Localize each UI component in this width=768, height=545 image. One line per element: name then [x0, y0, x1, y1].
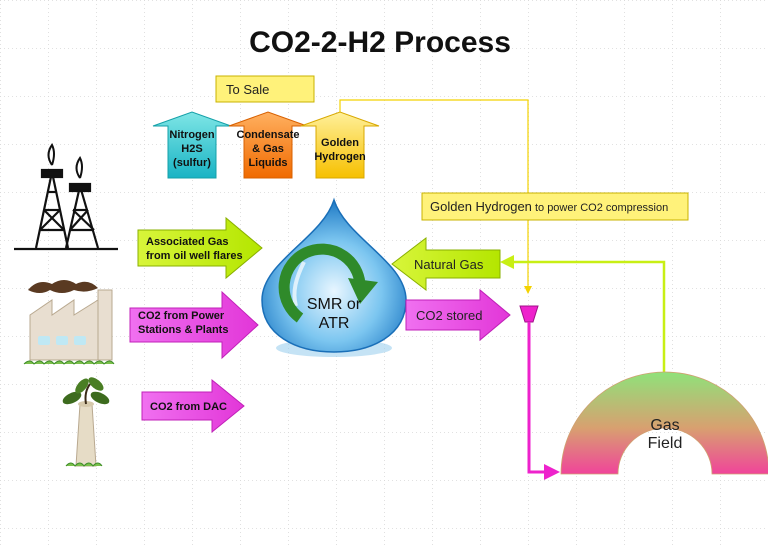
natural-gas-return-arrowhead	[500, 255, 514, 269]
input-arrow-label-0-line-0: Associated Gas	[146, 236, 229, 248]
to-sale-label: To Sale	[226, 82, 269, 97]
factory-icon	[23, 280, 115, 365]
golden-banner-main: Golden Hydrogen	[430, 199, 532, 214]
golden-hydrogen-banner	[421, 192, 689, 221]
input-arrow-co2-power	[129, 290, 259, 360]
reactor-label-line1: SMR or	[307, 296, 362, 313]
natural-gas-return-line	[510, 260, 666, 380]
gas-field-label-line2: Field	[648, 435, 683, 452]
co2-stored-arrow	[405, 288, 511, 342]
to-sale-box	[215, 75, 315, 103]
reactor-label-line2: ATR	[319, 315, 350, 332]
up-arrow-golden-hydrogen	[300, 111, 380, 179]
co2-stored-label: CO2 stored	[416, 308, 482, 323]
up-arrow-label-0-line-0: Nitrogen	[169, 129, 215, 141]
up-arrow-label-2-line-0: Golden	[321, 137, 359, 149]
natural-gas-label: Natural Gas	[414, 257, 484, 272]
up-arrow-label-2-line-1: Hydrogen	[314, 151, 366, 163]
input-arrow-label-0-line-1: from oil well flares	[146, 250, 243, 262]
up-arrow-label-0-line-2: (sulfur)	[173, 157, 211, 169]
input-arrow-label-1-line-1: Stations & Plants	[138, 324, 228, 336]
recycle-arrow-icon	[278, 243, 378, 323]
oil-rig-icon	[14, 143, 118, 251]
input-arrow-label-1-line-0: CO2 from Power	[138, 310, 225, 322]
natural-gas-arrow	[391, 236, 501, 292]
golden-line-arrowhead	[524, 286, 532, 294]
valve-icon	[519, 305, 539, 323]
input-arrow-label-2-line-0: CO2 from DAC	[150, 401, 227, 413]
tree-icon	[62, 377, 110, 467]
up-arrow-nitrogen	[152, 111, 232, 179]
co2-injection-arrowhead	[544, 464, 560, 480]
up-arrow-label-0-line-1: H2S	[181, 143, 202, 155]
input-arrow-associated-gas	[137, 216, 263, 280]
golden-banner-rest: to power CO2 compression	[532, 202, 668, 214]
up-arrow-label-1-line-1: & Gas	[252, 143, 284, 155]
golden-banner-text: Golden Hydrogen to power CO2 compression	[430, 199, 668, 214]
up-arrow-condensate	[228, 111, 308, 179]
diagram-title: CO2-2-H2 Process	[249, 26, 511, 59]
input-arrow-co2-dac	[141, 378, 245, 434]
up-arrow-label-1-line-2: Liquids	[248, 157, 287, 169]
gas-field-arch	[560, 371, 768, 475]
gas-field-label-line1: Gas	[650, 417, 679, 434]
up-arrow-label-1-line-0: Condensate	[237, 129, 300, 141]
co2-injection-line	[527, 322, 548, 474]
